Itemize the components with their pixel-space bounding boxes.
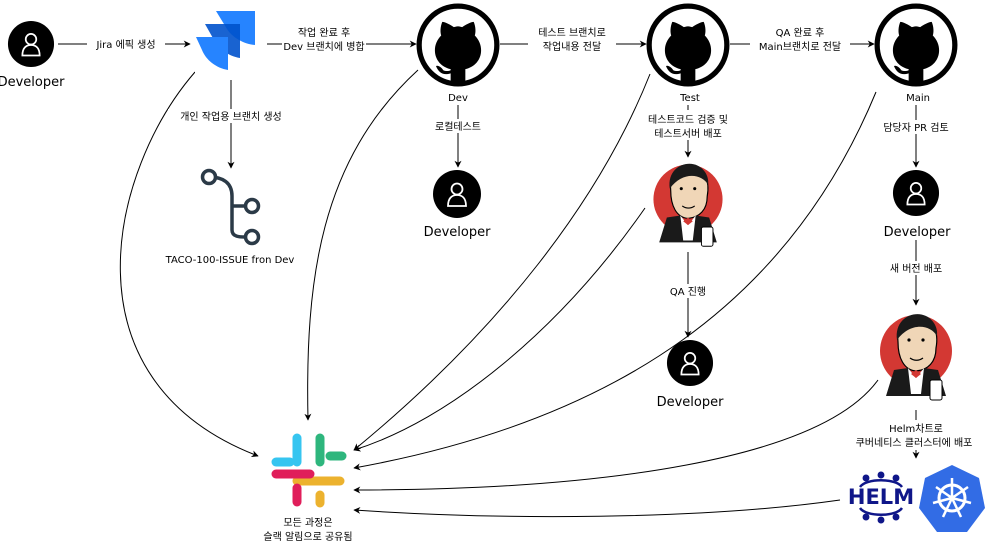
label-qa: QA 진행	[670, 286, 706, 298]
label-to-test-line1: 테스트 브랜치로	[538, 27, 606, 39]
edge-jira-to-slack	[119, 71, 259, 458]
github-icon	[419, 6, 497, 84]
label-pr-review: 담당자 PR 검토	[883, 122, 948, 134]
developer-node-top[interactable]: Developer	[0, 20, 65, 90]
repo-main-label: Main	[906, 93, 930, 104]
helm-node[interactable]: HELM	[848, 471, 914, 524]
label-create-branch: 개인 작업용 브랜치 생성	[180, 110, 282, 123]
jenkins-icon	[652, 163, 724, 247]
jenkins-main-node[interactable]	[879, 313, 953, 401]
developer-dev-label: Developer	[424, 225, 492, 240]
github-icon	[649, 6, 727, 84]
slack-icon	[271, 433, 347, 508]
edge-jenkins-main-to-slack	[353, 379, 879, 494]
edge-dev-to-slack	[304, 69, 419, 421]
developer-node-main[interactable]: Developer	[884, 169, 952, 240]
developer-node-dev[interactable]: Developer	[424, 169, 492, 240]
github-icon	[877, 6, 955, 84]
developer-top-label: Developer	[0, 75, 65, 90]
edge-jenkins-test-to-slack	[353, 207, 646, 452]
jira-icon	[196, 11, 255, 70]
developer-node-qa[interactable]: Developer	[657, 339, 725, 410]
jenkins-icon	[879, 313, 953, 401]
branch-node[interactable]: TACO-100-ISSUE fron Dev	[165, 168, 295, 267]
developer-qa-label: Developer	[657, 395, 725, 410]
label-test-deploy-line2: 테스트서버 배포	[654, 128, 722, 140]
slack-node[interactable]: 모든 과정은 슬랙 알림으로 공유됨	[263, 427, 353, 543]
label-helm-line2: 쿠버네티스 클러스터에 배포	[856, 437, 973, 449]
repo-test-node[interactable]: Test	[649, 6, 727, 104]
label-local-test: 로컬테스트	[435, 120, 481, 133]
branch-label: TACO-100-ISSUE fron Dev	[165, 255, 295, 266]
jenkins-test-node[interactable]	[652, 163, 724, 247]
repo-dev-label: Dev	[448, 93, 468, 104]
label-to-test-line2: 작업내용 전달	[543, 40, 601, 53]
repo-test-label: Test	[679, 93, 700, 104]
user-icon	[7, 20, 55, 68]
label-to-main-line1: QA 완료 후	[776, 27, 825, 39]
label-jira-epic: Jira 에픽 생성	[95, 39, 155, 51]
label-to-main-line2: Main브랜치로 전달	[759, 41, 841, 53]
repo-dev-node[interactable]: Dev	[419, 6, 497, 104]
slack-label-line2: 슬랙 알림으로 공유됨	[263, 531, 352, 543]
edge-main-to-slack	[353, 91, 877, 471]
user-icon	[432, 169, 482, 219]
edge-helm-to-slack	[353, 499, 841, 518]
git-branch-icon	[200, 168, 261, 246]
repo-main-node[interactable]: Main	[877, 6, 955, 104]
label-merge-line1: 작업 완료 후	[298, 26, 350, 39]
slack-label-line1: 모든 과정은	[283, 517, 332, 529]
label-helm-line1: Helm차트로	[889, 423, 943, 435]
jira-node[interactable]	[195, 6, 267, 78]
label-new-release: 새 버전 배포	[890, 263, 942, 275]
edge-test-to-slack	[353, 73, 651, 451]
label-merge-line2: Dev 브랜치에 병합	[283, 41, 364, 53]
kubernetes-node[interactable]	[919, 465, 985, 532]
user-icon	[892, 169, 940, 217]
label-test-deploy-line1: 테스트코드 검증 및	[648, 114, 728, 126]
helm-icon	[858, 471, 904, 524]
helm-wordmark: HELM	[848, 485, 914, 509]
user-icon	[666, 339, 714, 387]
kubernetes-icon	[919, 465, 985, 532]
developer-main-label: Developer	[884, 225, 952, 240]
